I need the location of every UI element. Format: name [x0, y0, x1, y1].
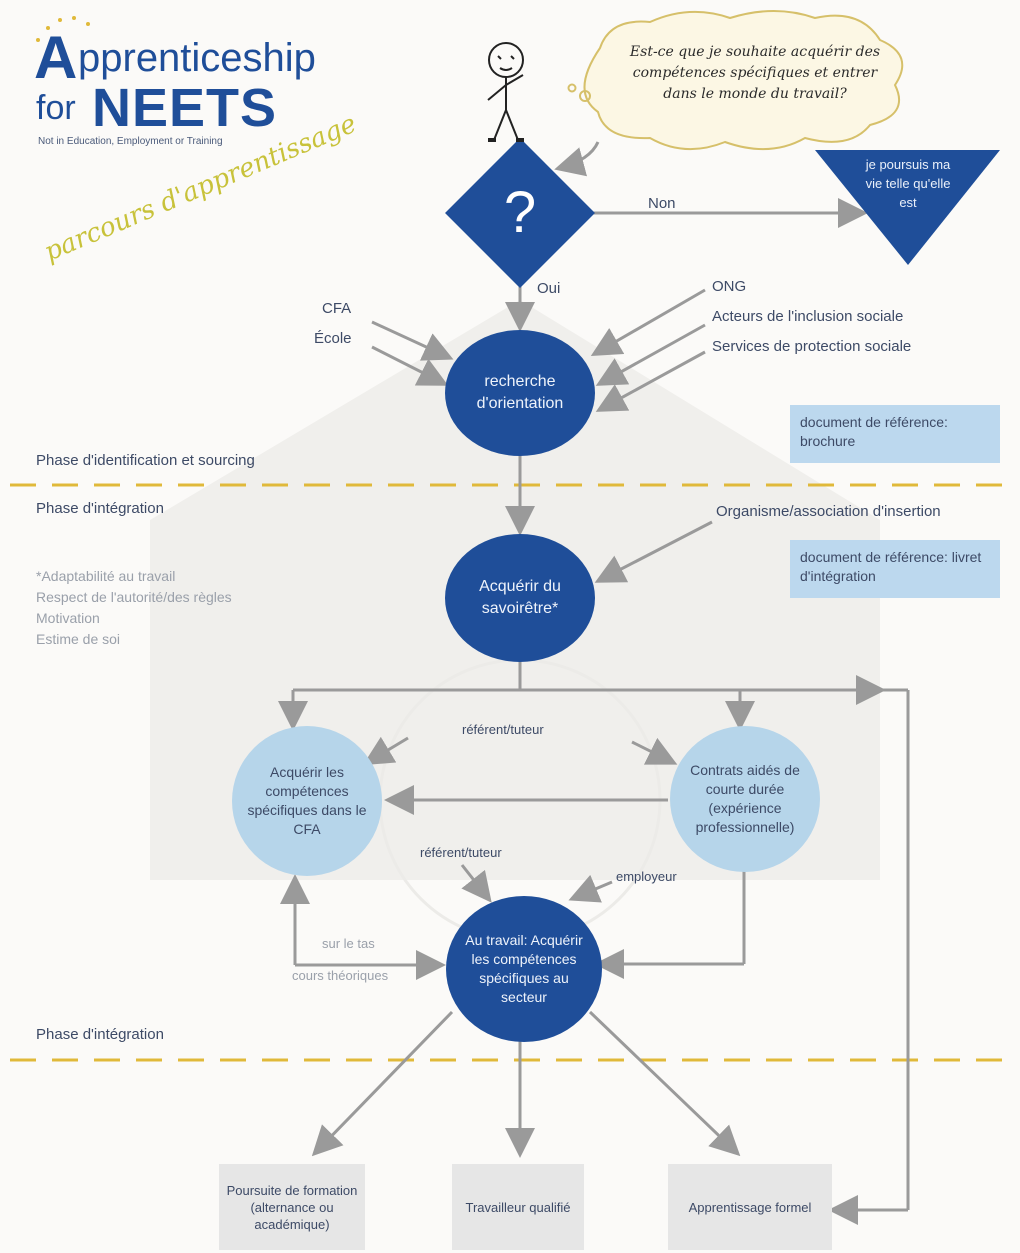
node-contrats-label: Contrats aidés de courte durée (expérien…	[690, 762, 800, 835]
acteurs-arrow	[595, 323, 706, 386]
outcome-travailleur: Travailleur qualifié	[452, 1164, 584, 1250]
thought-dot-1	[579, 90, 591, 102]
referent-label-2: référent/tuteur	[420, 845, 502, 860]
employeur-label: employeur	[616, 869, 677, 884]
stick-figure-icon	[487, 42, 524, 142]
footnote-line-1: *Adaptabilité au travail	[36, 568, 176, 584]
logo-letter-a: A	[34, 24, 78, 91]
thought-dot-2	[567, 83, 577, 93]
referent2-arrow	[460, 864, 492, 903]
node-contrats: Contrats aidés de courte durée (expérien…	[670, 726, 820, 872]
logo: A pprenticeship for NEETS Not in Educati…	[34, 22, 334, 152]
source-services: Services de protection sociale	[712, 338, 912, 355]
logo-tagline: Not in Education, Employment or Training	[38, 136, 223, 147]
footnote-line-2: Respect de l'autorité/des règles	[36, 589, 232, 605]
thought-bubble	[583, 10, 904, 151]
outcome-apprentissage: Apprentissage formel	[668, 1164, 832, 1250]
non-label: Non	[648, 195, 676, 212]
employeur-arrow	[568, 874, 613, 903]
outcome-arrow-1	[311, 1010, 454, 1157]
footnote-line-4: Estime de soi	[36, 631, 121, 647]
question-mark: ?	[503, 180, 537, 245]
source-cfa: CFA	[322, 300, 352, 317]
thought-bubble-text: Est-ce que je souhaite acquérir des comp…	[629, 44, 881, 102]
footnote-line-3: Motivation	[36, 610, 100, 626]
no-outcome-text: je poursuis ma vie telle qu'elle est	[865, 157, 951, 210]
logo-for: for	[36, 89, 76, 127]
phase-identification: Phase d'identification et sourcing	[36, 452, 255, 469]
ecole-arrow	[371, 345, 449, 386]
organisme-arrow	[594, 520, 713, 583]
cfa-arrow	[371, 320, 454, 361]
referent-label-1: référent/tuteur	[462, 722, 544, 737]
ong-arrow	[590, 288, 706, 357]
phase-integration-1: Phase d'intégration	[36, 500, 164, 517]
node-savoir-etre-label: Acquérir du savoirêtre*	[479, 578, 561, 617]
phase-integration-2: Phase d'intégration	[36, 1026, 164, 1043]
logo-word: pprenticeship	[78, 36, 316, 80]
services-arrow	[595, 350, 706, 412]
source-ong: ONG	[712, 278, 747, 295]
source-acteurs: Acteurs de l'inclusion sociale	[712, 308, 904, 325]
oui-label: Oui	[537, 280, 561, 297]
organisme-label: Organisme/association d'insertion	[716, 503, 941, 520]
node-travail-label: Au travail: Acquérir les compétences spé…	[465, 932, 583, 1005]
doc-reference-brochure: document de référence: brochure	[790, 405, 1000, 463]
node-orientation: recherche d'orientation	[445, 330, 595, 456]
outcome-poursuite: Poursuite de formation (alternance ou ac…	[219, 1164, 365, 1250]
node-savoir-etre: Acquérir du savoirêtre*	[445, 534, 595, 662]
no-outcome-triangle	[815, 150, 1000, 265]
stars-icon	[36, 16, 90, 42]
logo-brand: NEETS	[92, 78, 278, 138]
source-ecole: École	[314, 330, 352, 347]
node-cfa: Acquérir les compétences spécifiques dan…	[232, 726, 382, 876]
sur-le-tas-label: sur le tas	[322, 936, 375, 951]
doc-reference-livret: document de référence: livret d'intégrat…	[790, 540, 1000, 598]
cours-label: cours théoriques	[292, 968, 389, 983]
outcome-arrow-3	[588, 1010, 741, 1157]
bubble-arrow	[554, 141, 600, 177]
node-cfa-label: Acquérir les compétences spécifiques dan…	[247, 764, 367, 837]
referent-right-arrow	[631, 737, 678, 765]
node-travail: Au travail: Acquérir les compétences spé…	[446, 896, 602, 1042]
footnote: *Adaptabilité au travail Respect de l'au…	[36, 566, 256, 650]
node-orientation-label: recherche d'orientation	[476, 373, 564, 412]
referent-left-arrow	[362, 736, 409, 766]
